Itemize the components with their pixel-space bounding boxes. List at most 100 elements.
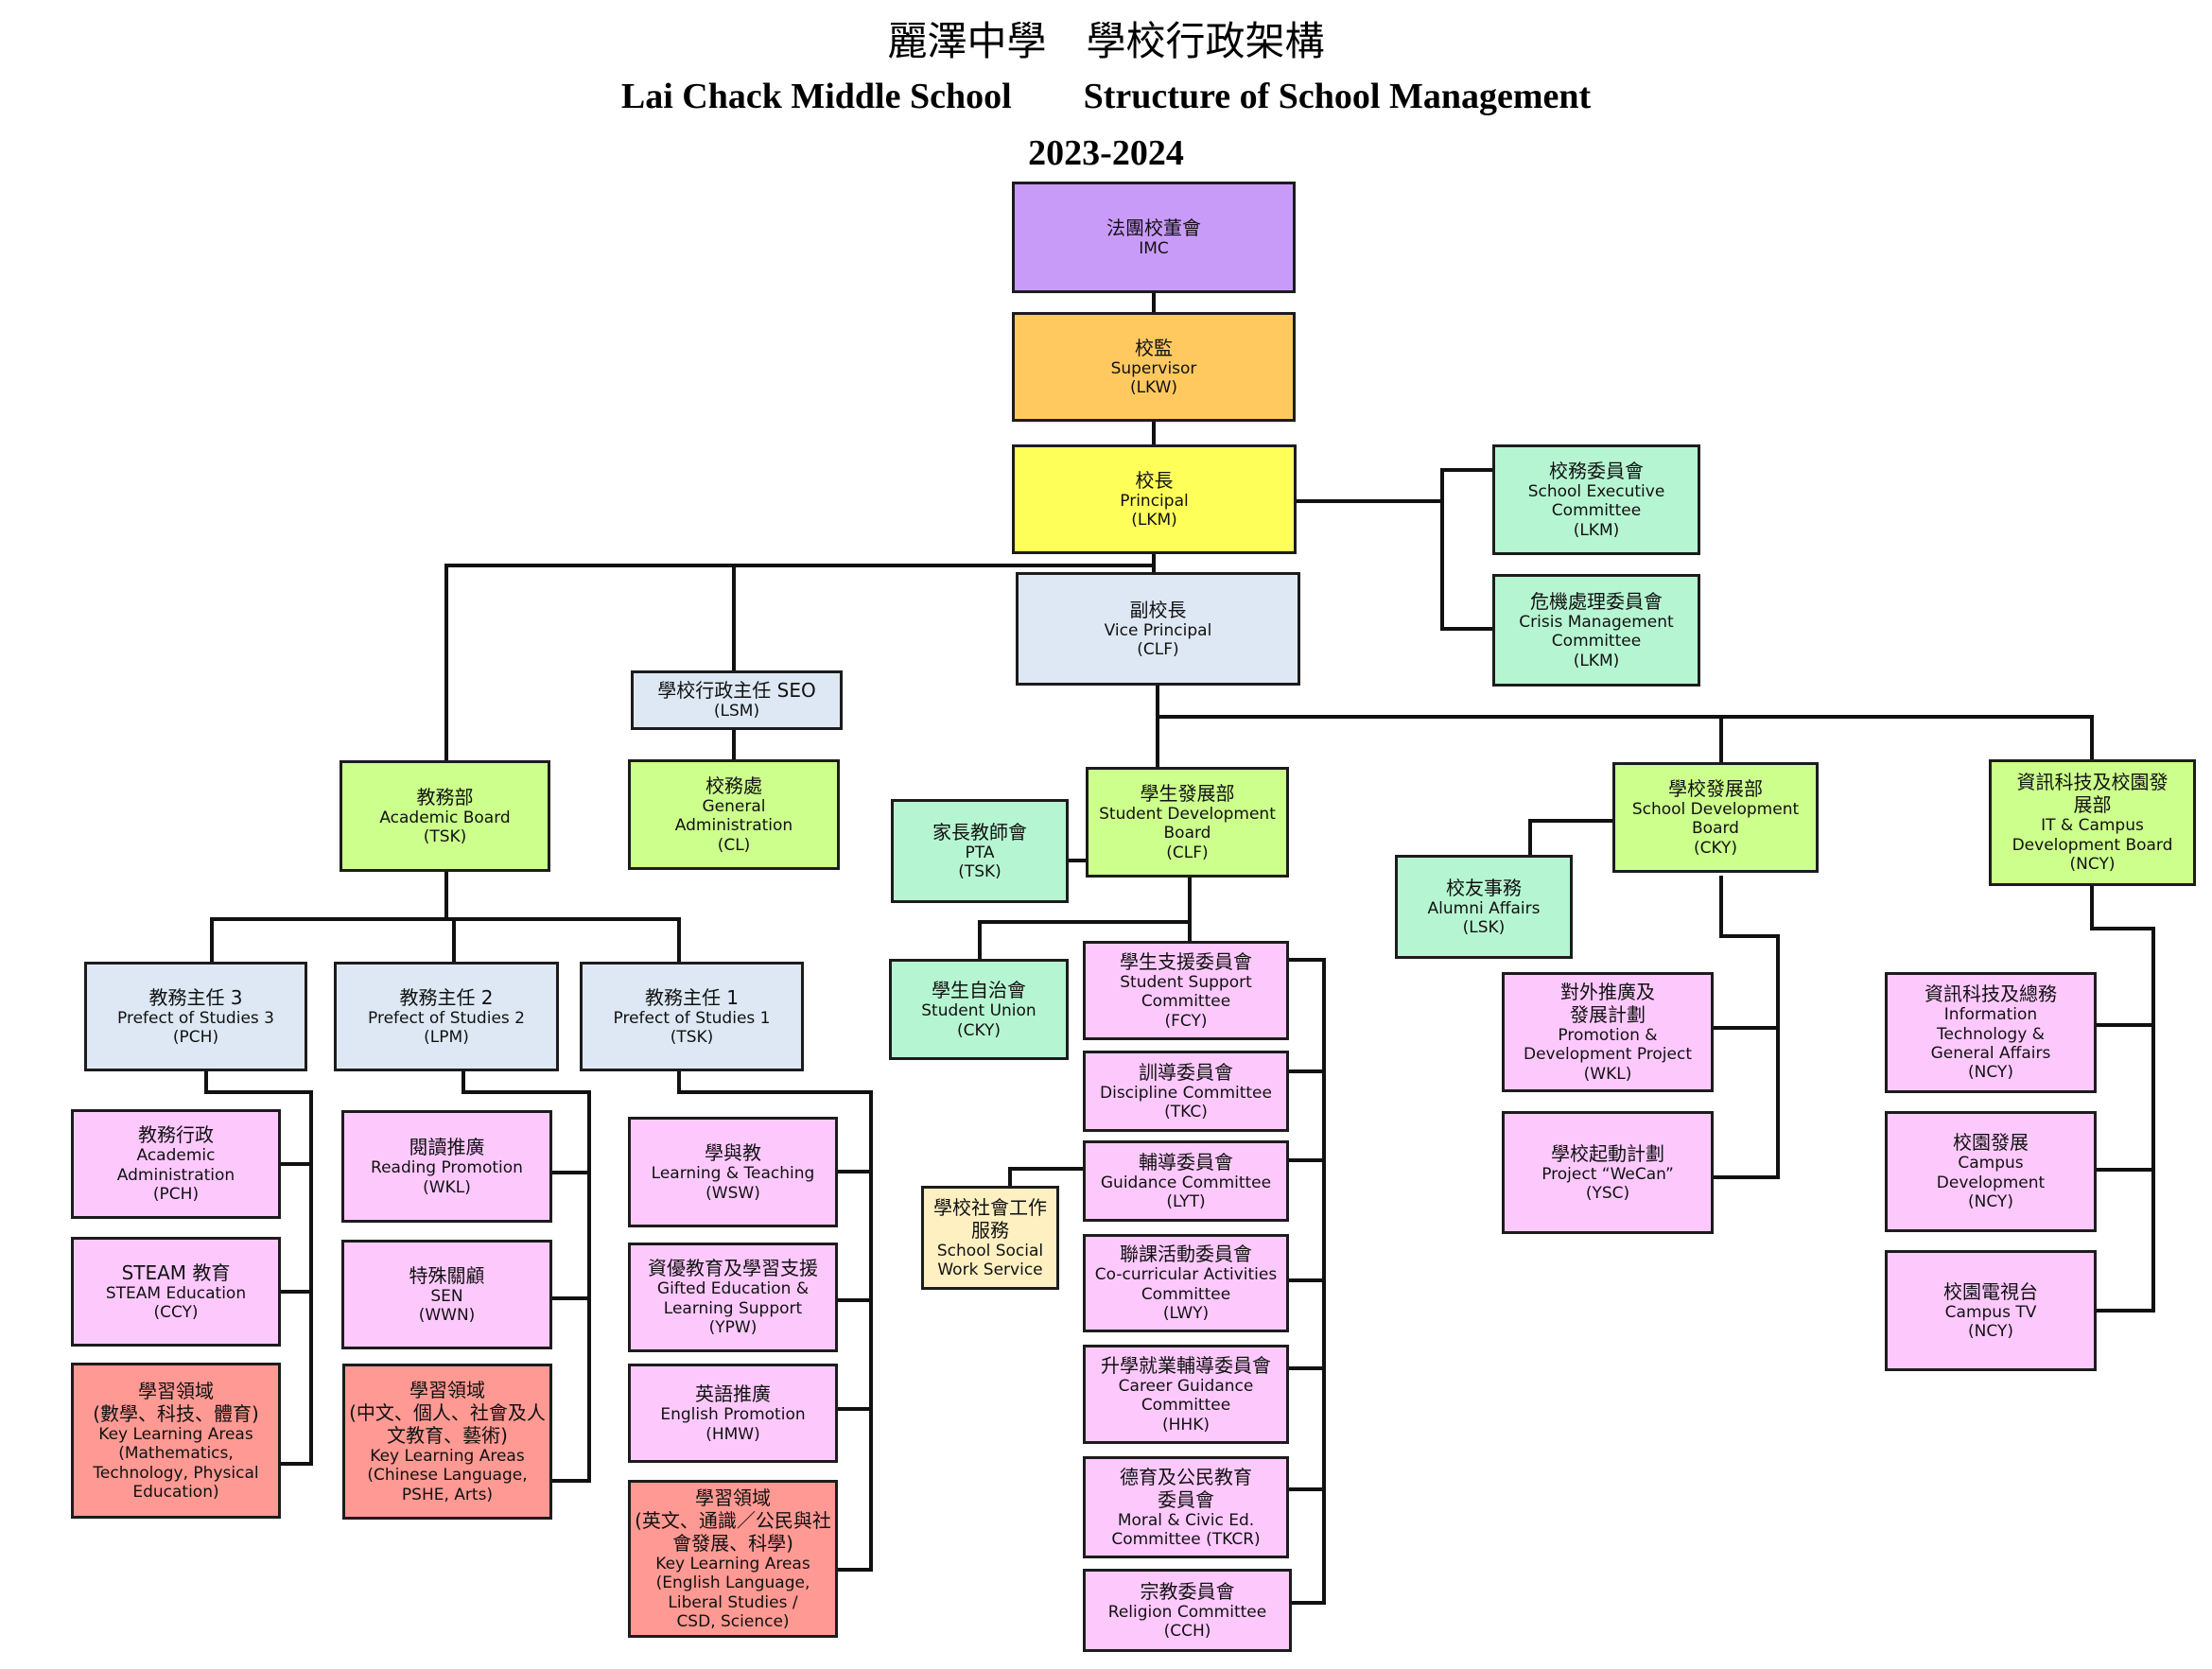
sen-box: 特殊關顧 SEN (WWN) [341, 1240, 552, 1349]
kla3-en: Key Learning Areas (Mathematics, Technol… [93, 1424, 259, 1502]
kla2-en: Key Learning Areas (Chinese Language, PS… [367, 1446, 528, 1504]
prefect-of-studies-2-box: 教務主任 2 Prefect of Studies 2 (LPM) [334, 962, 559, 1071]
co-curricular-committee-box: 聯課活動委員會 Co-curricular Activities Committ… [1083, 1234, 1289, 1332]
cca-zh: 聯課活動委員會 [1120, 1243, 1252, 1266]
pos3-en: Prefect of Studies 3 (PCH) [117, 1008, 274, 1047]
connector [1008, 1167, 1088, 1189]
moral-en: Moral & Civic Ed. Committee (TKCR) [1111, 1510, 1261, 1549]
academic-administration-box: 教務行政 Academic Administration (PCH) [71, 1109, 281, 1219]
pos2-en: Prefect of Studies 2 (LPM) [368, 1008, 525, 1047]
sen-zh: 特殊關顧 [409, 1263, 485, 1287]
steam-en: STEAM Education (CCY) [105, 1283, 247, 1322]
it-general-en: Information Technology & General Affairs… [1930, 1005, 2051, 1083]
pta-en: PTA (TSK) [958, 843, 1001, 881]
sdb-en: Student Development Board (CLF) [1099, 804, 1276, 862]
discipline-zh: 訓導委員會 [1139, 1060, 1233, 1084]
lt-en: Learning & Teaching (WSW) [651, 1164, 815, 1203]
kla2-zh: 學習領域 (中文、個人、社會及人 文教育、藝術) [349, 1378, 546, 1447]
school-development-board-box: 學校發展部 School Development Board (CKY) [1612, 762, 1819, 873]
vice-principal-zh: 副校長 [1129, 598, 1187, 621]
campus-tv-zh: 校園電視台 [1943, 1279, 2038, 1303]
campus-dev-en: Campus Development (NCY) [1936, 1154, 2046, 1212]
guidance-zh: 輔導委員會 [1139, 1150, 1233, 1174]
key-learning-areas-2-box: 學習領域 (中文、個人、社會及人 文教育、藝術) Key Learning Ar… [342, 1364, 552, 1520]
career-guidance-committee-box: 升學就業輔導委員會 Career Guidance Committee (HHK… [1083, 1345, 1289, 1444]
wecan-en: Project “WeCan” (YSC) [1541, 1164, 1674, 1203]
ssc-en: Student Support Committee (FCY) [1120, 972, 1252, 1031]
principal-box: 校長 Principal (LKM) [1012, 444, 1297, 554]
it-campus-zh: 資訊科技及校園發 展部 [2016, 771, 2168, 817]
crisis-zh: 危機處理委員會 [1530, 589, 1663, 613]
acad-admin-en: Academic Administration (PCH) [116, 1146, 235, 1205]
pta-box: 家長教師會 PTA (TSK) [891, 799, 1069, 903]
seo-box: 學校行政主任 SEO (LSM) [631, 670, 843, 730]
pta-zh: 家長教師會 [932, 820, 1027, 843]
alumni-en: Alumni Affairs (LSK) [1427, 898, 1541, 937]
connector [204, 1069, 313, 1466]
student-support-committee-box: 學生支援委員會 Student Support Committee (FCY) [1083, 941, 1289, 1040]
promo-dev-zh: 對外推廣及 發展計劃 [1560, 980, 1655, 1026]
connector [1528, 819, 1647, 858]
chart-title-chinese: 麗澤中學 學校行政架構 [887, 18, 1325, 64]
connector [1286, 958, 1326, 1605]
principal-zh: 校長 [1135, 468, 1174, 492]
pos2-zh: 教務主任 2 [399, 985, 494, 1009]
imc-en: IMC [1139, 238, 1169, 258]
promotion-development-project-box: 對外推廣及 發展計劃 Promotion & Development Proje… [1502, 972, 1714, 1092]
supervisor-box: 校監 Supervisor (LKW) [1012, 312, 1296, 422]
pos3-zh: 教務主任 3 [148, 985, 243, 1009]
chart-title-english: Lai Chack Middle School Structure of Sch… [620, 77, 1592, 116]
it-general-zh: 資訊科技及總務 [1925, 982, 2057, 1006]
religion-committee-box: 宗教委員會 Religion Committee (CCH) [1083, 1569, 1292, 1652]
crisis-en: Crisis Management Committee (LKM) [1519, 612, 1674, 670]
religion-zh: 宗教委員會 [1140, 1579, 1235, 1603]
lt-zh: 學與教 [705, 1141, 761, 1165]
moral-zh: 德育及公民教育 委員會 [1120, 1465, 1252, 1511]
student-development-board-box: 學生發展部 Student Development Board (CLF) [1086, 767, 1289, 878]
gifted-zh: 資優教育及學習支援 [648, 1257, 818, 1280]
kla3-zh: 學習領域 (數學、科技、體育) [93, 1379, 259, 1425]
key-learning-areas-1-box: 學習領域 (英文、通識／公民與社 會發展、科學) Key Learning Ar… [628, 1480, 838, 1638]
social-work-en: School Social Work Service [936, 1241, 1044, 1279]
school-executive-zh: 校務委員會 [1549, 459, 1644, 482]
it-campus-en: IT & Campus Development Board (NCY) [2012, 816, 2173, 875]
prefect-of-studies-1-box: 教務主任 1 Prefect of Studies 1 (TSK) [580, 962, 804, 1071]
guidance-committee-box: 輔導委員會 Guidance Committee (LYT) [1083, 1140, 1289, 1222]
general-administration-box: 校務處 General Administration (CL) [628, 759, 840, 870]
alumni-affairs-box: 校友事務 Alumni Affairs (LSK) [1395, 855, 1573, 959]
prefect-of-studies-3-box: 教務主任 3 Prefect of Studies 3 (PCH) [84, 962, 307, 1071]
kla1-zh: 學習領域 (英文、通識／公民與社 會發展、科學) [635, 1486, 831, 1555]
social-work-zh: 學校社會工作 服務 [933, 1195, 1047, 1242]
discipline-en: Discipline Committee (TKC) [1100, 1083, 1272, 1121]
discipline-committee-box: 訓導委員會 Discipline Committee (TKC) [1083, 1051, 1289, 1132]
ssc-zh: 學生支援委員會 [1120, 949, 1252, 973]
learning-teaching-box: 學與教 Learning & Teaching (WSW) [628, 1117, 838, 1227]
guidance-en: Guidance Committee (LYT) [1100, 1173, 1272, 1211]
campus-dev-zh: 校園發展 [1953, 1131, 2029, 1155]
reading-zh: 閱讀推廣 [409, 1136, 485, 1159]
campus-development-box: 校園發展 Campus Development (NCY) [1885, 1111, 2097, 1232]
sen-en: SEN (WWN) [418, 1286, 476, 1325]
religion-en: Religion Committee (CCH) [1107, 1602, 1267, 1641]
steam-education-box: STEAM 教育 STEAM Education (CCY) [71, 1237, 281, 1347]
eng-promo-en: English Promotion (HMW) [660, 1405, 806, 1444]
english-promotion-box: 英語推廣 English Promotion (HMW) [628, 1364, 838, 1463]
student-union-box: 學生自治會 Student Union (CKY) [889, 959, 1069, 1060]
student-union-zh: 學生自治會 [932, 979, 1026, 1002]
imc-zh: 法團校董會 [1106, 216, 1201, 239]
connector [1719, 876, 1780, 1179]
career-en: Career Guidance Committee (HHK) [1118, 1376, 1254, 1434]
pos1-en: Prefect of Studies 1 (TSK) [613, 1008, 771, 1047]
reading-en: Reading Promotion (WKL) [371, 1158, 523, 1197]
general-admin-zh: 校務處 [705, 774, 762, 797]
acad-admin-zh: 教務行政 [138, 1123, 214, 1147]
vice-principal-en: Vice Principal (CLF) [1104, 620, 1212, 659]
alumni-zh: 校友事務 [1446, 876, 1522, 899]
moral-civic-committee-box: 德育及公民教育 委員會 Moral & Civic Ed. Committee … [1083, 1456, 1289, 1558]
school-dev-zh: 學校發展部 [1668, 776, 1763, 800]
seo-zh: 學校行政主任 SEO [657, 679, 816, 703]
academic-year: 2023-2024 [1028, 133, 1184, 173]
principal-en: Principal (LKM) [1120, 491, 1189, 530]
academic-board-en: Academic Board (TSK) [379, 808, 511, 846]
vice-principal-box: 副校長 Vice Principal (CLF) [1016, 572, 1300, 686]
